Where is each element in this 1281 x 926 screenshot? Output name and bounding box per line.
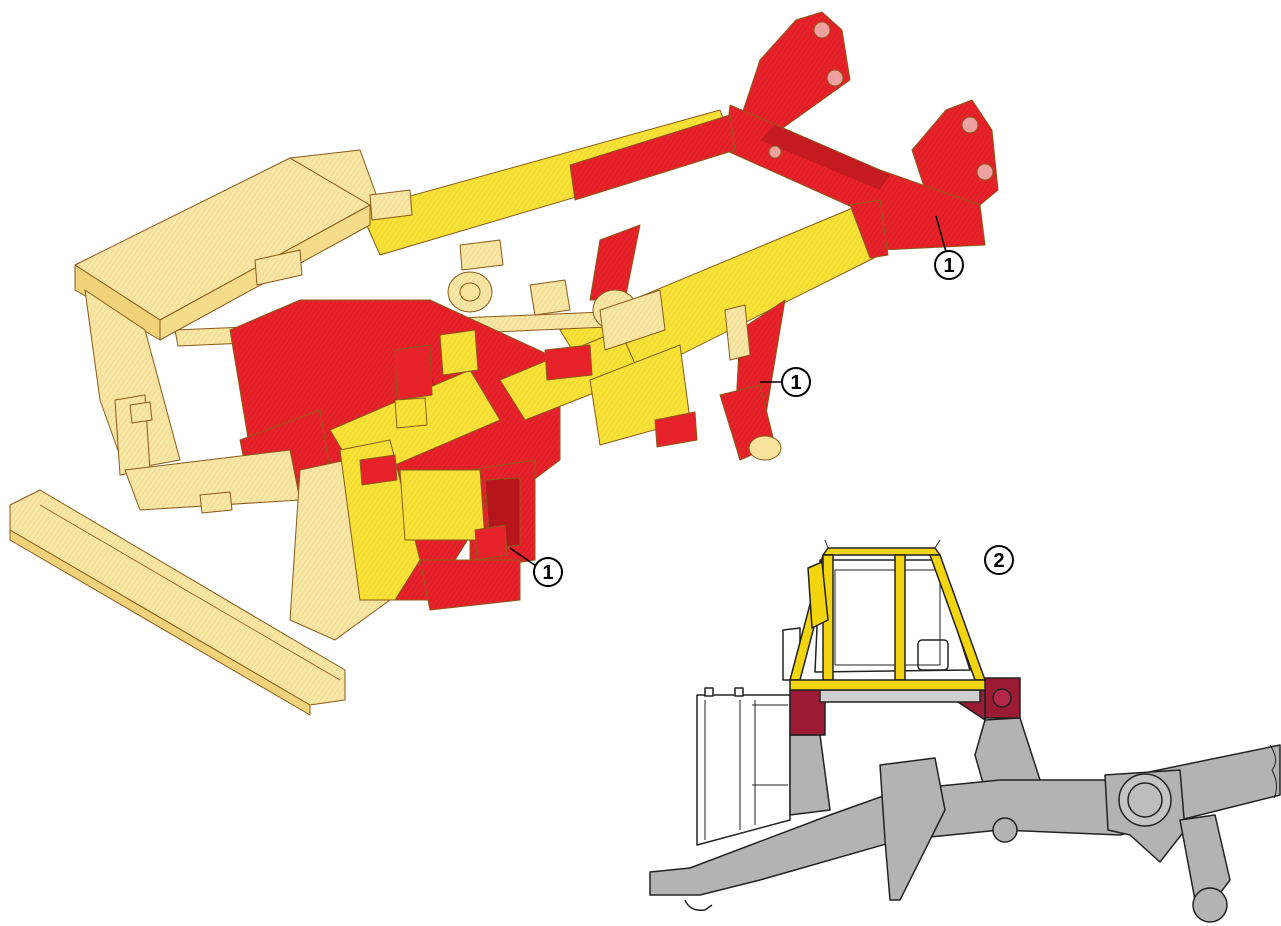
callout-label-1a: 1 bbox=[943, 255, 954, 277]
callout-leader-1c bbox=[509, 547, 537, 567]
engine-housing bbox=[696, 687, 791, 846]
callout-1a: 1 bbox=[934, 215, 964, 280]
callout-badge-1a bbox=[934, 250, 964, 280]
callout-label-1b: 1 bbox=[790, 372, 801, 394]
rops-cage bbox=[789, 539, 986, 691]
callout-1c: 1 bbox=[509, 547, 563, 587]
callout-badge-1c bbox=[533, 557, 563, 587]
callout-label-2: 2 bbox=[993, 550, 1004, 572]
rear-frame-horn bbox=[724, 11, 999, 251]
grey-frame bbox=[649, 717, 1281, 923]
callout-2: 2 bbox=[984, 545, 1014, 575]
callout-badge-1b bbox=[781, 367, 811, 397]
callout-1b: 1 bbox=[760, 367, 811, 397]
main-frame-illustration bbox=[9, 11, 999, 716]
side-view-illustration bbox=[649, 539, 1281, 923]
callout-label-1c: 1 bbox=[542, 562, 553, 584]
callout-leader-1a bbox=[935, 215, 947, 253]
callout-badge-2 bbox=[984, 545, 1014, 575]
